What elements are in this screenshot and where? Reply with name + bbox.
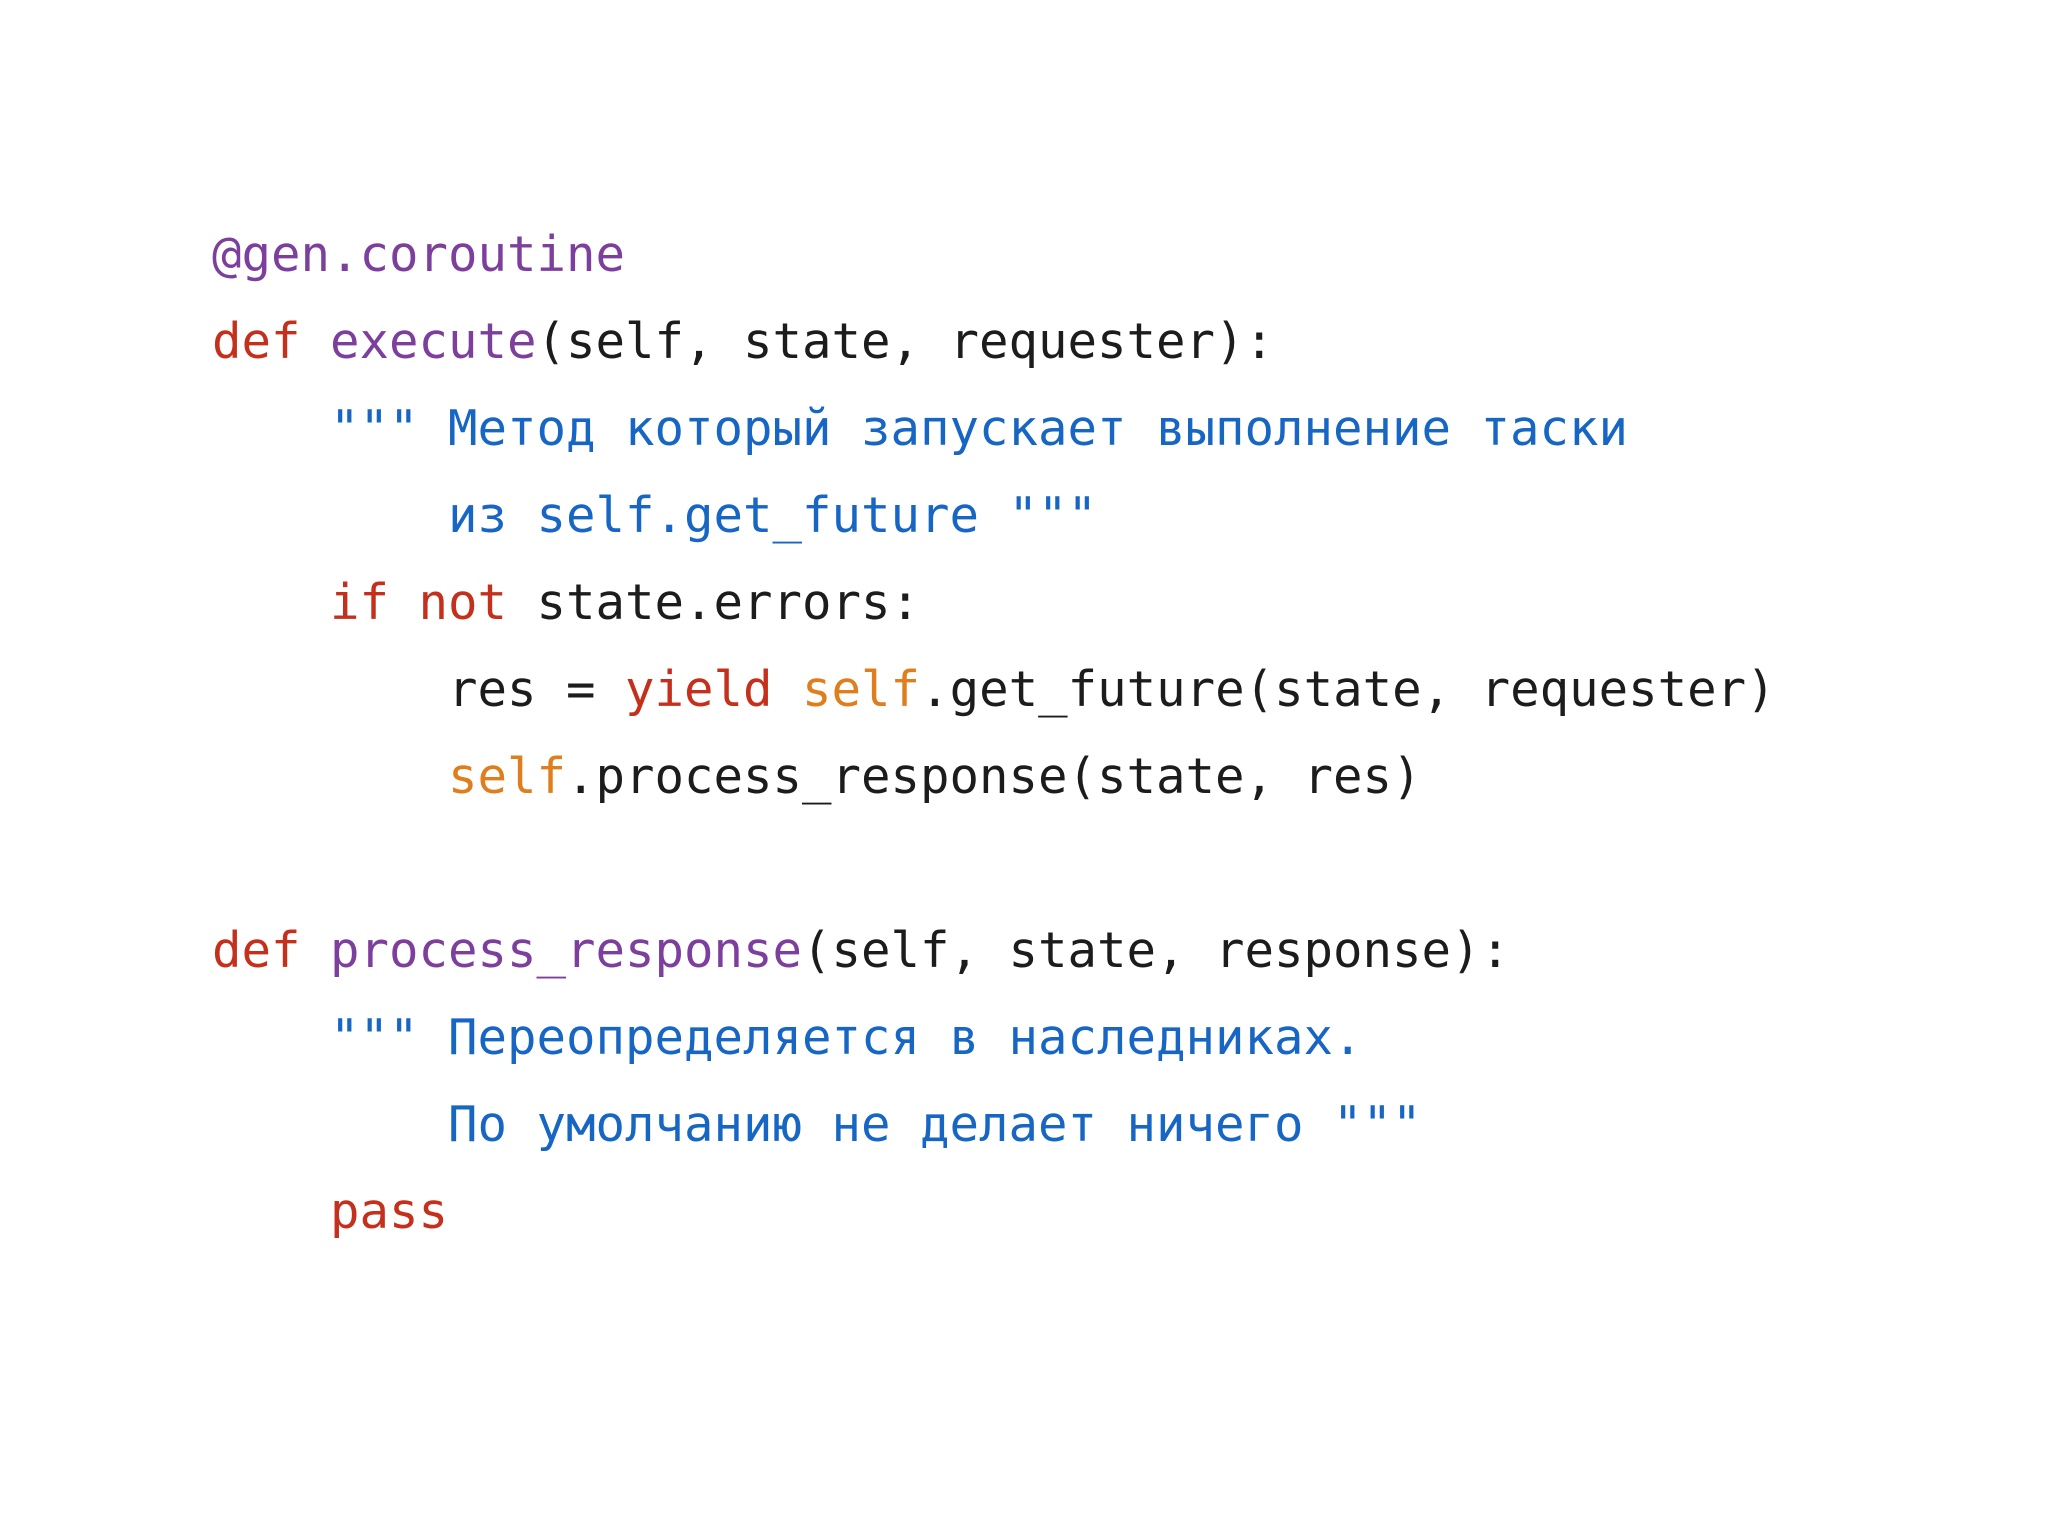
code-token-plain [212, 400, 330, 457]
code-token-plain [212, 748, 448, 805]
code-token-plain [212, 487, 448, 544]
code-token-self: self [448, 748, 567, 805]
code-token-plain: .get_future(state, requester) [920, 661, 1776, 718]
code-token-plain: .process_response(state, res) [566, 748, 1422, 805]
code-line: def execute(self, state, requester): [212, 298, 1776, 385]
code-token-plain: (self, state, requester): [536, 313, 1275, 370]
code-token-plain [212, 574, 330, 631]
code-line: if not state.errors: [212, 559, 1776, 646]
code-line: """ Переопределяется в наследниках. [212, 994, 1776, 1081]
code-token-plain [301, 313, 331, 370]
code-token-docstring: По умолчанию не делает ничего """ [448, 1096, 1422, 1153]
code-token-plain [773, 661, 803, 718]
code-token-decorator: @gen.coroutine [212, 226, 626, 283]
code-token-plain: state.errors: [507, 574, 921, 631]
code-line: По умолчанию не делает ничего """ [212, 1081, 1776, 1168]
code-line [212, 820, 1776, 907]
code-token-plain: (self, state, response): [802, 922, 1511, 979]
code-token-docstring: из self.get_future """ [448, 487, 1098, 544]
code-token-self: self [802, 661, 921, 718]
code-token-function: process_response [330, 922, 803, 979]
code-token-plain [212, 1009, 330, 1066]
code-line: self.process_response(state, res) [212, 733, 1776, 820]
code-token-keyword: if not [330, 574, 508, 631]
code-line: pass [212, 1168, 1776, 1255]
code-token-keyword: pass [330, 1183, 449, 1240]
code-line: """ Метод который запускает выполнение т… [212, 385, 1776, 472]
code-token-plain [301, 922, 331, 979]
code-line: @gen.coroutine [212, 211, 1776, 298]
code-token-docstring: """ Переопределяется в наследниках. [330, 1009, 1363, 1066]
code-token-docstring: """ Метод который запускает выполнение т… [330, 400, 1629, 457]
code-token-keyword: def [212, 313, 301, 370]
code-token-plain [212, 1183, 330, 1240]
code-token-keyword: def [212, 922, 301, 979]
code-line: res = yield self.get_future(state, reque… [212, 646, 1776, 733]
code-line: def process_response(self, state, respon… [212, 907, 1776, 994]
code-line: из self.get_future """ [212, 472, 1776, 559]
code-token-function: execute [330, 313, 537, 370]
code-token-plain [212, 1096, 448, 1153]
code-token-plain: res = [212, 661, 626, 718]
code-token-keyword: yield [625, 661, 773, 718]
